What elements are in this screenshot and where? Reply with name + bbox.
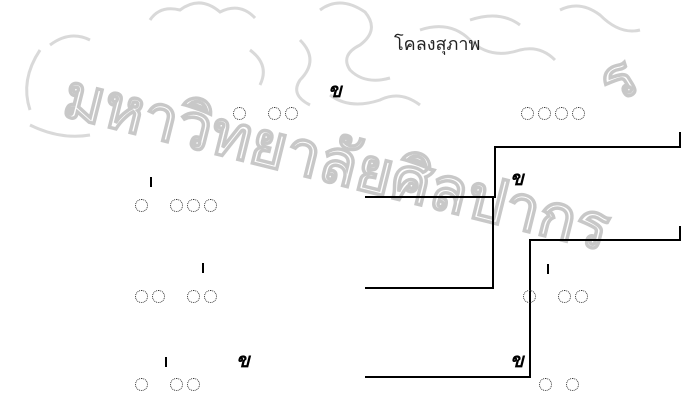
syllable-circle <box>187 378 200 391</box>
syllable-circle <box>285 107 298 120</box>
syllable-circle <box>204 290 217 303</box>
syllable-circle <box>268 107 281 120</box>
tone-mark-tick <box>150 177 152 187</box>
syllable-group <box>539 374 579 394</box>
syllable-circle <box>152 290 165 303</box>
syllable-circle <box>170 199 183 212</box>
syllable-circle <box>170 378 183 391</box>
syllable-circle <box>558 290 571 303</box>
tone-mark-tick <box>202 263 204 273</box>
tone-mark-label: ข <box>510 168 524 188</box>
syllable-circle <box>566 378 579 391</box>
syllable-group <box>135 195 217 215</box>
poem-form-title: โคลงสุภาพ <box>394 34 480 56</box>
tone-mark-label: ข <box>236 350 250 370</box>
syllable-circle <box>135 290 148 303</box>
syllable-circle <box>135 378 148 391</box>
syllable-circle <box>187 290 200 303</box>
tone-mark-tick <box>165 357 167 367</box>
syllable-circle <box>539 378 552 391</box>
syllable-circle <box>204 199 217 212</box>
syllable-group <box>521 103 585 123</box>
tone-mark-label: ข <box>510 350 524 370</box>
syllable-circle <box>521 107 534 120</box>
syllable-circle <box>187 199 200 212</box>
syllable-circle <box>538 107 551 120</box>
syllable-circle <box>575 290 588 303</box>
tone-mark-label: ข <box>328 80 342 100</box>
tone-mark-tick <box>547 264 549 274</box>
syllable-circle <box>135 199 148 212</box>
syllable-group <box>523 286 588 306</box>
rhyme-line-2 <box>365 197 493 288</box>
syllable-group <box>135 374 200 394</box>
syllable-circle <box>233 107 246 120</box>
syllable-group <box>135 286 217 306</box>
syllable-group <box>233 103 298 123</box>
syllable-circle <box>555 107 568 120</box>
syllable-circle <box>523 290 536 303</box>
syllable-circle <box>572 107 585 120</box>
